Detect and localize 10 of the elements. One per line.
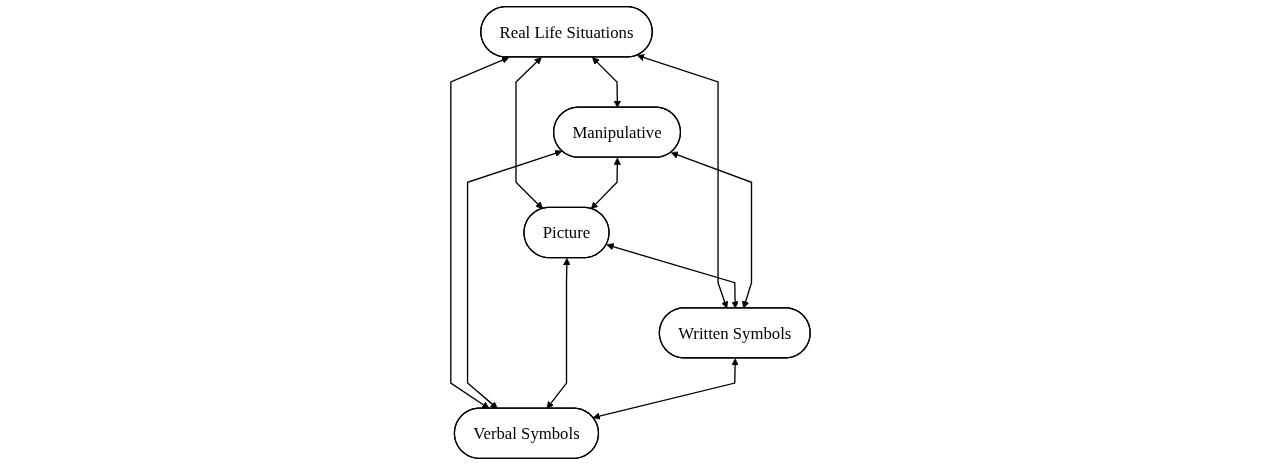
arrow <box>606 243 739 309</box>
arrow <box>637 54 729 309</box>
arrow <box>515 57 543 210</box>
arrow <box>466 149 563 409</box>
arrow <box>592 57 621 108</box>
arrow <box>592 358 739 420</box>
arrow <box>546 258 571 409</box>
arrow <box>450 56 510 409</box>
arrow <box>670 151 753 309</box>
arrow <box>590 157 621 210</box>
